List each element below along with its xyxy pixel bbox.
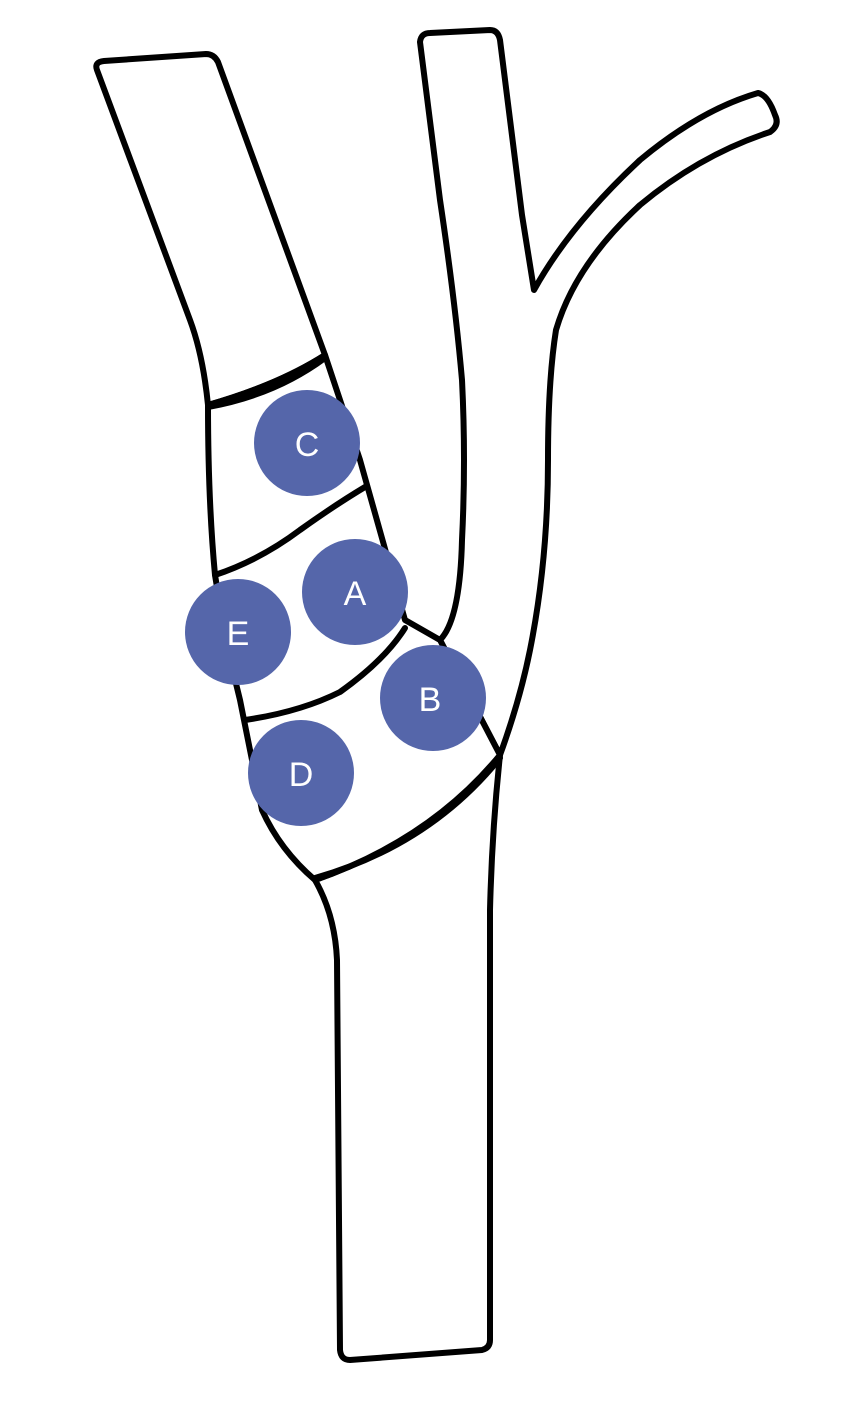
- marker-e-label: E: [227, 615, 250, 653]
- marker-d-label: D: [289, 756, 314, 794]
- marker-d-circle: [248, 720, 354, 826]
- marker-b-label: B: [419, 681, 442, 719]
- segment-divider-4: [312, 755, 503, 881]
- marker-e-circle: [185, 579, 291, 685]
- marker-c-circle: [254, 390, 360, 496]
- right-branch-outline: [417, 27, 780, 758]
- segment-divider-2: [212, 484, 368, 578]
- marker-a-label: A: [344, 575, 367, 613]
- marker-b-circle: [380, 645, 486, 751]
- marker-b: B: [380, 645, 486, 751]
- segment-divider-1: [205, 355, 328, 410]
- segment-divider-3: [242, 625, 408, 723]
- marker-c-label: C: [295, 426, 320, 464]
- marker-d: D: [248, 720, 354, 826]
- marker-c: C: [254, 390, 360, 496]
- left-branch-outline: [93, 51, 328, 408]
- marker-a-circle: [302, 539, 408, 645]
- marker-a: A: [302, 539, 408, 645]
- marker-e: E: [185, 579, 291, 685]
